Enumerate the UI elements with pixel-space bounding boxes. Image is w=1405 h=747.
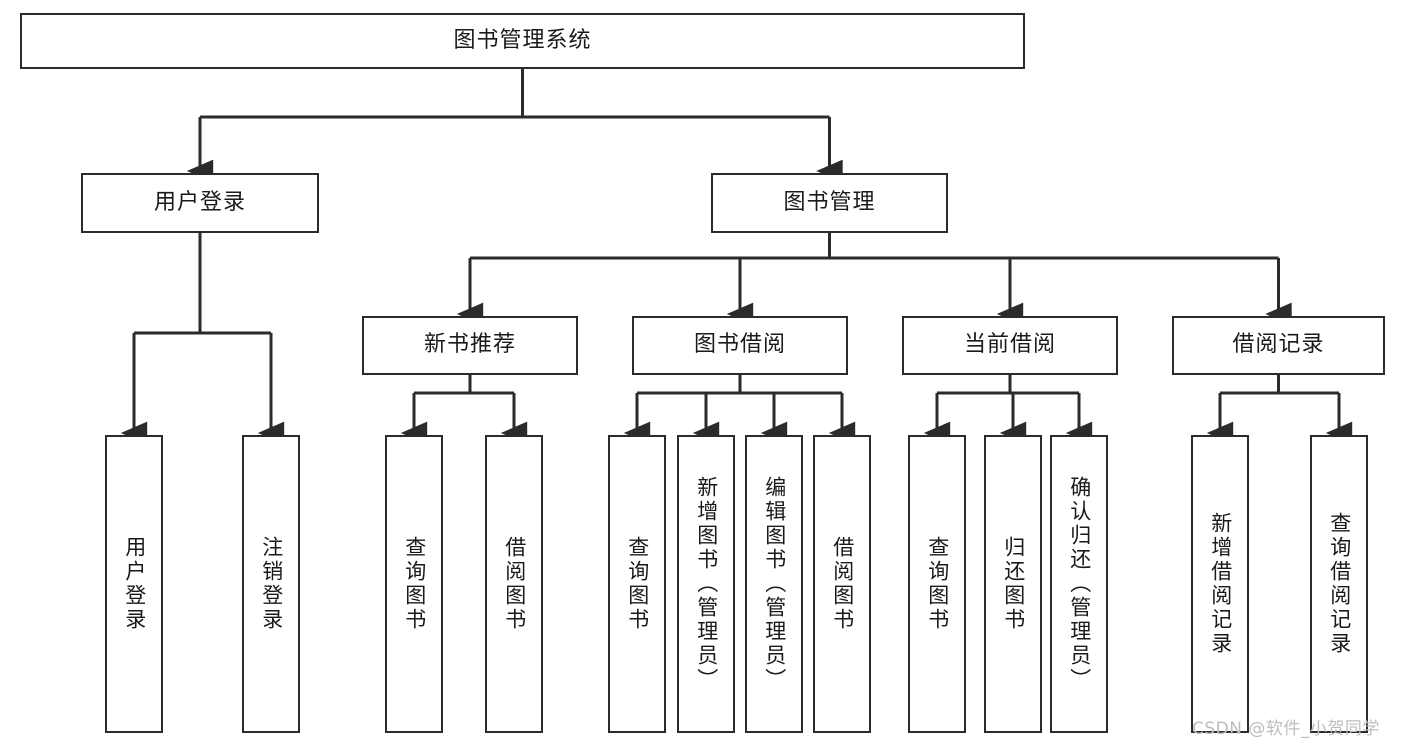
node-user-login[interactable]: 用户登录	[81, 173, 319, 233]
node-book-borrow-label: 图书借阅	[693, 332, 786, 358]
leaf-add-borrow-record-label: 新增借阅记录	[1208, 512, 1233, 656]
node-root[interactable]: 图书管理系统	[20, 13, 1025, 69]
leaf-add-book-label: 新增图书（管理员）	[694, 476, 719, 692]
node-root-label: 图书管理系统	[453, 27, 592, 53]
node-book-borrow[interactable]: 图书借阅	[632, 316, 848, 375]
node-new-book-recommend-label: 新书推荐	[423, 332, 516, 358]
leaf-borrow-book-1-label: 借阅图书	[502, 536, 527, 632]
node-book-manage-label: 图书管理	[783, 189, 876, 215]
leaf-logout-label: 注销登录	[259, 536, 284, 632]
leaf-borrow-book-2[interactable]: 借阅图书	[813, 435, 871, 733]
leaf-query-borrow-record-label: 查询借阅记录	[1327, 512, 1352, 656]
leaf-return-book-label: 归还图书	[1001, 536, 1026, 632]
leaf-confirm-return-label: 确认归还（管理员）	[1067, 476, 1092, 692]
leaf-edit-book[interactable]: 编辑图书（管理员）	[745, 435, 803, 733]
leaf-add-book[interactable]: 新增图书（管理员）	[677, 435, 735, 733]
node-current-borrow[interactable]: 当前借阅	[902, 316, 1118, 375]
leaf-query-borrow-record[interactable]: 查询借阅记录	[1310, 435, 1368, 733]
leaf-confirm-return[interactable]: 确认归还（管理员）	[1050, 435, 1108, 733]
leaf-return-book[interactable]: 归还图书	[984, 435, 1042, 733]
leaf-add-borrow-record[interactable]: 新增借阅记录	[1191, 435, 1249, 733]
leaf-query-book-2[interactable]: 查询图书	[608, 435, 666, 733]
leaf-user-login-label: 用户登录	[122, 536, 147, 632]
leaf-query-book-2-label: 查询图书	[625, 536, 650, 632]
leaf-borrow-book-2-label: 借阅图书	[830, 536, 855, 632]
leaf-query-book-1[interactable]: 查询图书	[385, 435, 443, 733]
leaf-query-book-3[interactable]: 查询图书	[908, 435, 966, 733]
node-borrow-record-label: 借阅记录	[1232, 332, 1325, 358]
leaf-query-book-1-label: 查询图书	[402, 536, 427, 632]
node-new-book-recommend[interactable]: 新书推荐	[362, 316, 578, 375]
node-borrow-record[interactable]: 借阅记录	[1172, 316, 1385, 375]
leaf-query-book-3-label: 查询图书	[925, 536, 950, 632]
leaf-borrow-book-1[interactable]: 借阅图书	[485, 435, 543, 733]
leaf-logout[interactable]: 注销登录	[242, 435, 300, 733]
leaf-user-login[interactable]: 用户登录	[105, 435, 163, 733]
leaf-edit-book-label: 编辑图书（管理员）	[762, 476, 787, 692]
node-current-borrow-label: 当前借阅	[963, 332, 1056, 358]
node-user-login-label: 用户登录	[153, 189, 246, 215]
node-book-manage[interactable]: 图书管理	[711, 173, 948, 233]
csdn-watermark: CSDN @软件_小贺同学	[1192, 719, 1380, 739]
